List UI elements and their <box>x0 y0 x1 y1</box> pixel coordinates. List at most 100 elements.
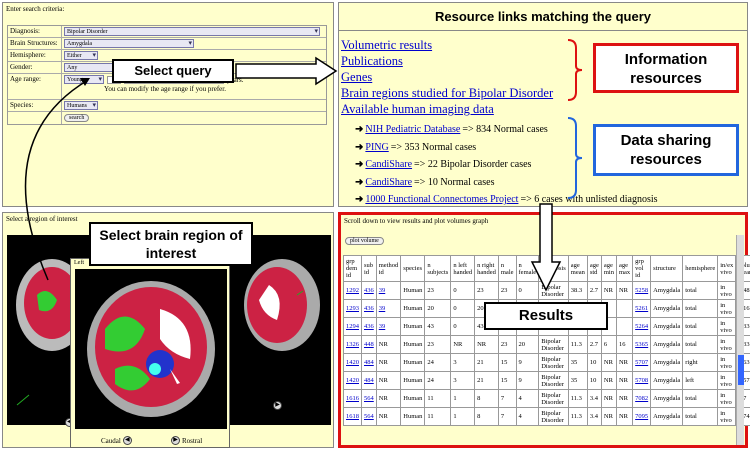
rostral-label: Rostral <box>284 401 305 410</box>
table-cell-link[interactable]: 1618 <box>346 413 359 420</box>
table-cell: 9 <box>515 353 540 372</box>
table-cell-link[interactable]: 1292 <box>346 287 359 294</box>
table-cell-link[interactable]: 436 <box>364 287 374 294</box>
column-header: grp dem id <box>343 255 362 282</box>
hemisphere-select[interactable]: Either <box>64 51 98 60</box>
table-cell: NR <box>600 281 617 300</box>
chevron-right-icon[interactable]: ▶ <box>171 436 180 445</box>
table-cell: NR <box>375 407 402 426</box>
table-cell: NR <box>375 353 402 372</box>
imaging-data-link[interactable]: Available human imaging data <box>341 102 494 116</box>
candishare-normal-link[interactable]: CandiShare <box>365 176 413 188</box>
results-callout: Results <box>484 302 608 330</box>
nih-pediatric-link[interactable]: NIH Pediatric Database <box>365 124 461 135</box>
table-cell: 20 <box>515 335 540 354</box>
brain-regions-link[interactable]: Brain regions studied for Bipolar Disord… <box>341 86 554 100</box>
table-cell: 2.7 <box>586 281 602 300</box>
table-cell-link[interactable]: 39 <box>378 287 386 294</box>
table-cell: NR <box>600 353 617 372</box>
table-cell-link[interactable]: 448 <box>364 341 374 348</box>
table-cell: NR <box>600 407 617 426</box>
table-cell-link[interactable]: 564 <box>364 413 374 420</box>
table-cell-link[interactable]: 1326 <box>346 341 359 348</box>
table-cell-link[interactable]: 1420 <box>346 359 359 366</box>
column-header: n left handed <box>450 255 476 282</box>
table-cell-link[interactable]: 7082 <box>635 395 649 402</box>
plot-volume-button[interactable]: plot volume <box>345 237 384 245</box>
table-cell: NR <box>450 335 476 354</box>
table-cell: 3.4 <box>586 389 602 408</box>
table-cell: 5365 <box>632 335 652 354</box>
chevron-left-icon[interactable]: ◀ <box>122 436 132 445</box>
table-cell: 1326 <box>343 335 362 354</box>
column-header: n female <box>515 255 540 282</box>
table-cell: Human <box>400 317 426 336</box>
fcp-link[interactable]: 1000 Functional Connectomes Project <box>365 194 519 205</box>
table-cell: Bipolar Disorder <box>538 407 569 426</box>
ping-link[interactable]: PING <box>365 141 389 153</box>
table-cell: 24 <box>424 353 452 372</box>
arrow-right-icon: ➜ <box>355 194 364 205</box>
table-cell: Human <box>400 353 426 372</box>
table-cell: 0 <box>450 299 476 318</box>
mri-front-view[interactable] <box>75 269 227 429</box>
column-header: diagnosis <box>538 255 569 282</box>
chevron-right-icon[interactable]: ▶ <box>273 401 282 410</box>
table-cell: NR <box>615 281 634 300</box>
caudal-nav[interactable]: Caudal ◀ <box>101 436 132 445</box>
table-cell-link[interactable]: 564 <box>364 395 374 402</box>
table-cell-link[interactable]: 5264 <box>635 323 649 330</box>
table-cell: 1292 <box>343 281 362 300</box>
scrollbar-thumb[interactable] <box>738 355 744 385</box>
table-cell-link[interactable]: 5261 <box>635 305 649 312</box>
rostral-nav[interactable]: ▶ Rostral <box>171 436 202 445</box>
table-cell-link[interactable]: 7095 <box>635 413 649 420</box>
table-cell: 15 <box>497 353 517 372</box>
table-cell-link[interactable]: 484 <box>364 377 374 384</box>
table-cell-link[interactable]: 5707 <box>635 359 649 366</box>
diagnosis-select[interactable]: Bipolar Disorder <box>64 27 320 36</box>
table-cell-link[interactable]: 1616 <box>346 395 359 402</box>
diagnosis-label: Diagnosis: <box>8 26 62 37</box>
table-cell: Human <box>400 335 426 354</box>
table-cell-link[interactable]: 5365 <box>635 341 649 348</box>
volumetric-results-link[interactable]: Volumetric results <box>341 38 433 52</box>
table-cell: NR <box>615 389 634 408</box>
species-select[interactable]: Humans <box>64 101 98 110</box>
table-cell: 436 <box>361 281 377 300</box>
table-cell: 39 <box>375 299 402 318</box>
arrow-right-icon: ➜ <box>355 124 364 135</box>
table-cell-link[interactable]: 1293 <box>346 305 359 312</box>
table-cell-link[interactable]: 5258 <box>635 287 649 294</box>
sharing-count: => 834 Normal cases <box>462 124 548 135</box>
structure-select[interactable]: Amygdala <box>64 39 194 48</box>
table-cell: 23 <box>497 335 517 354</box>
table-cell-link[interactable]: 1420 <box>346 377 359 384</box>
table-cell-link[interactable]: 436 <box>364 305 374 312</box>
table-cell: total <box>682 317 719 336</box>
arrow-right-icon: ➜ <box>355 176 364 188</box>
table-cell-link[interactable]: 436 <box>364 323 374 330</box>
table-cell: Amygdala <box>650 353 684 372</box>
rostral-nav-back[interactable]: ▶ Rostral <box>273 401 304 410</box>
table-cell-link[interactable]: 1294 <box>346 323 359 330</box>
table-cell-link[interactable]: 484 <box>364 359 374 366</box>
resource-title: Resource links matching the query <box>339 3 747 31</box>
candishare-bipolar-link[interactable]: CandiShare <box>365 159 413 170</box>
table-cell: NR <box>375 389 402 408</box>
table-cell-link[interactable]: 39 <box>378 305 386 312</box>
table-cell: Bipolar Disorder <box>538 281 569 300</box>
table-cell: 564 <box>361 407 377 426</box>
table-cell-link[interactable]: 5708 <box>635 377 649 384</box>
age-label: Age range: <box>8 74 62 99</box>
search-button[interactable]: search <box>64 114 90 122</box>
age-note: You can modify the age range if you pref… <box>104 85 226 93</box>
genes-link[interactable]: Genes <box>341 70 373 84</box>
publications-link[interactable]: Publications <box>341 54 403 68</box>
table-cell-link[interactable]: 39 <box>378 323 386 330</box>
age-select[interactable]: Young <box>64 75 104 84</box>
vertical-scrollbar[interactable] <box>736 235 744 445</box>
